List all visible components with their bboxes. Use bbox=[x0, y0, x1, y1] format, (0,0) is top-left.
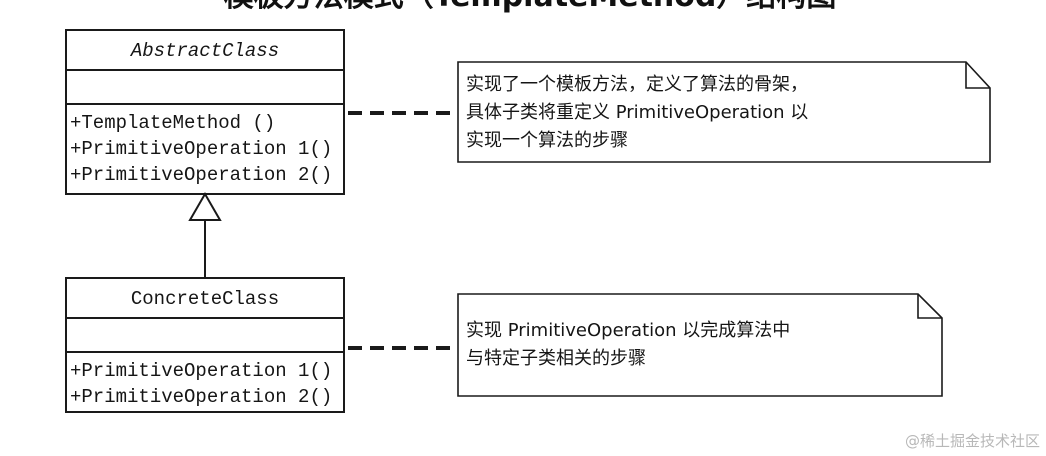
abstract-class-box bbox=[65, 29, 345, 195]
abstract-class-operation: +TemplateMethod () bbox=[70, 112, 275, 134]
watermark: @稀土掘金技术社区 bbox=[905, 432, 1040, 450]
concrete-class-box bbox=[65, 277, 345, 413]
note-line: 实现了一个模板方法，定义了算法的骨架， bbox=[466, 74, 808, 95]
abstract-class-name: AbstractClass bbox=[130, 40, 279, 62]
concrete-class: ConcreteClass +PrimitiveOperation 1() +P… bbox=[65, 277, 345, 413]
concrete-class-note: 实现 PrimitiveOperation 以完成算法中 与特定子类相关的步骤 bbox=[457, 293, 943, 397]
note-line: 实现一个算法的步骤 bbox=[466, 130, 628, 151]
concrete-class-name: ConcreteClass bbox=[131, 288, 279, 310]
inheritance-arrow bbox=[188, 191, 222, 278]
concrete-class-operation: +PrimitiveOperation 1() bbox=[70, 360, 332, 382]
abstract-class-note: 实现了一个模板方法，定义了算法的骨架， 具体子类将重定义 PrimitiveOp… bbox=[457, 61, 991, 163]
concrete-class-operation: +PrimitiveOperation 2() bbox=[70, 386, 332, 408]
diagram-title: 模板方法模式（TemplateMethod）结构图 bbox=[224, 0, 837, 14]
note-shape bbox=[457, 293, 943, 397]
abstract-class: AbstractClass +TemplateMethod () +Primit… bbox=[65, 29, 345, 195]
note-line: 具体子类将重定义 PrimitiveOperation 以 bbox=[466, 102, 808, 123]
note-folded-corner bbox=[965, 62, 990, 89]
note-line: 与特定子类相关的步骤 bbox=[466, 348, 646, 369]
abstract-class-operation: +PrimitiveOperation 1() bbox=[70, 138, 332, 160]
hollow-triangle-arrowhead bbox=[188, 191, 222, 221]
note-line: 实现 PrimitiveOperation 以完成算法中 bbox=[466, 320, 790, 341]
abstract-class-operation: +PrimitiveOperation 2() bbox=[70, 164, 332, 186]
note-folded-corner bbox=[917, 294, 942, 319]
note-shape bbox=[457, 61, 991, 163]
